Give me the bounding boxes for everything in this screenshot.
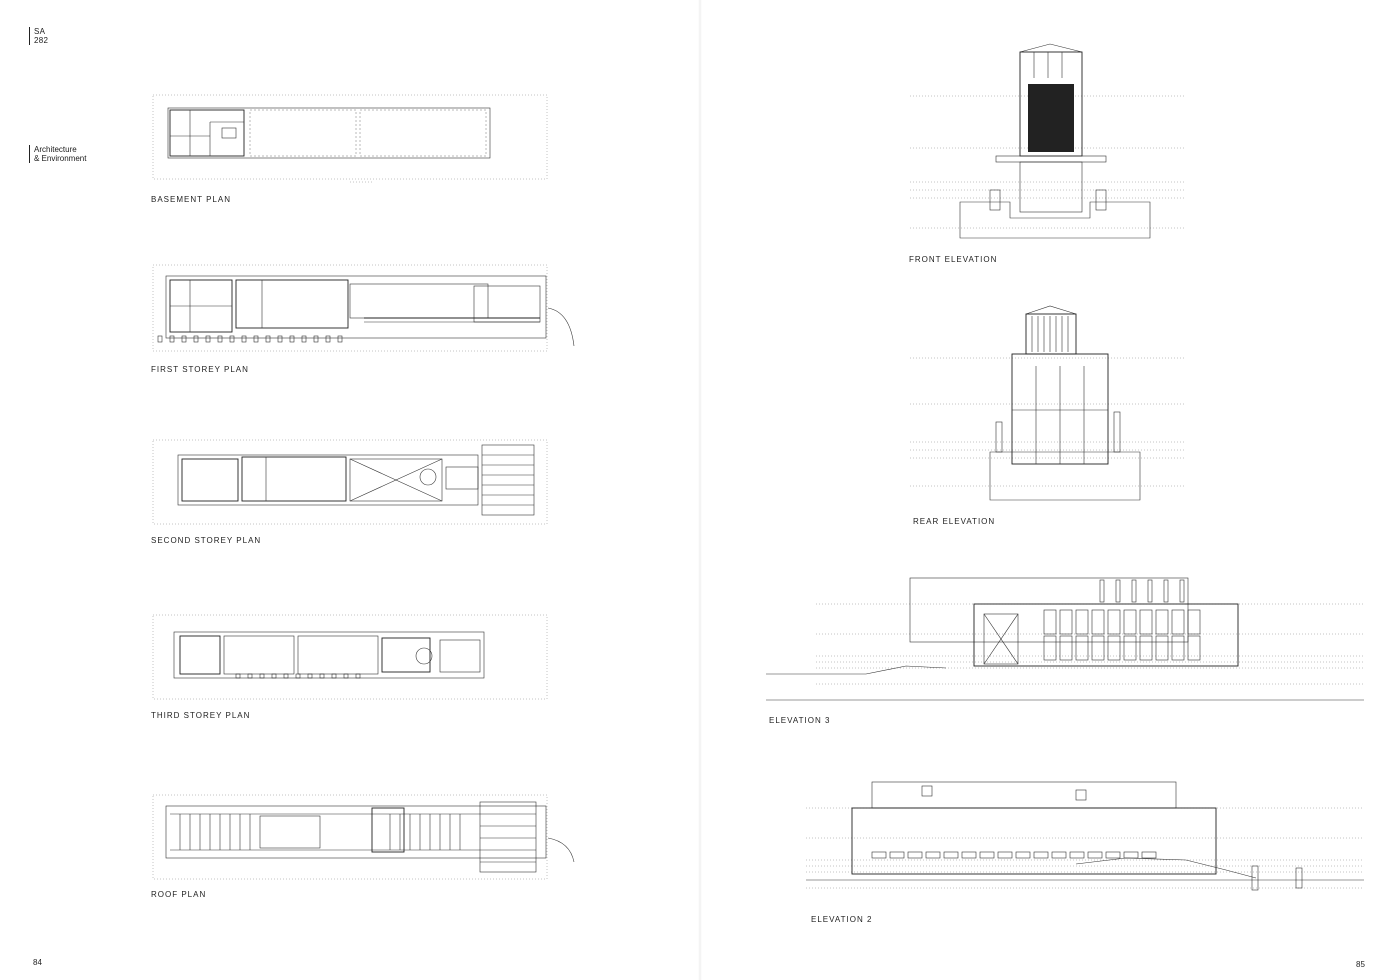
- rear-elevation-drawing: [910, 302, 1190, 507]
- front-elevation-caption: FRONT ELEVATION: [909, 255, 998, 264]
- third-storey-plan-drawing: [150, 612, 550, 702]
- second-storey-plan-caption: SECOND STOREY PLAN: [151, 536, 262, 545]
- rear-elevation-caption: REAR ELEVATION: [913, 517, 996, 526]
- left-page-number: 84: [33, 958, 42, 967]
- issue-value: 282: [34, 36, 49, 45]
- roof-plan-caption: ROOF PLAN: [151, 890, 207, 899]
- right-page: FRONT ELEVATION: [700, 0, 1400, 980]
- first-storey-plan-caption: FIRST STOREY PLAN: [151, 365, 249, 374]
- section-line-2: & Environment: [34, 154, 87, 163]
- front-elevation-drawing: [910, 40, 1190, 245]
- elevation-2-caption: ELEVATION 2: [811, 915, 873, 924]
- right-page-number: 85: [1356, 960, 1365, 969]
- third-storey-plan-caption: THIRD STOREY PLAN: [151, 711, 251, 720]
- elevation-3-caption: ELEVATION 3: [769, 716, 831, 725]
- elevation-3-drawing: [766, 570, 1366, 705]
- basement-plan-caption: BASEMENT PLAN: [151, 195, 231, 204]
- elevation-2-drawing: [786, 776, 1366, 901]
- issue-number: SA 282: [29, 27, 48, 45]
- section-line-1: Architecture: [34, 145, 77, 154]
- spine-gutter: [698, 0, 702, 980]
- section-label: Architecture & Environment: [29, 145, 86, 163]
- issue-label: SA: [34, 27, 46, 36]
- left-page: SA 282 Architecture & Environment: [29, 27, 580, 967]
- roof-plan-drawing: [150, 792, 580, 884]
- basement-plan-drawing: [150, 92, 550, 188]
- second-storey-plan-drawing: [150, 437, 550, 527]
- first-storey-plan-drawing: [150, 262, 580, 354]
